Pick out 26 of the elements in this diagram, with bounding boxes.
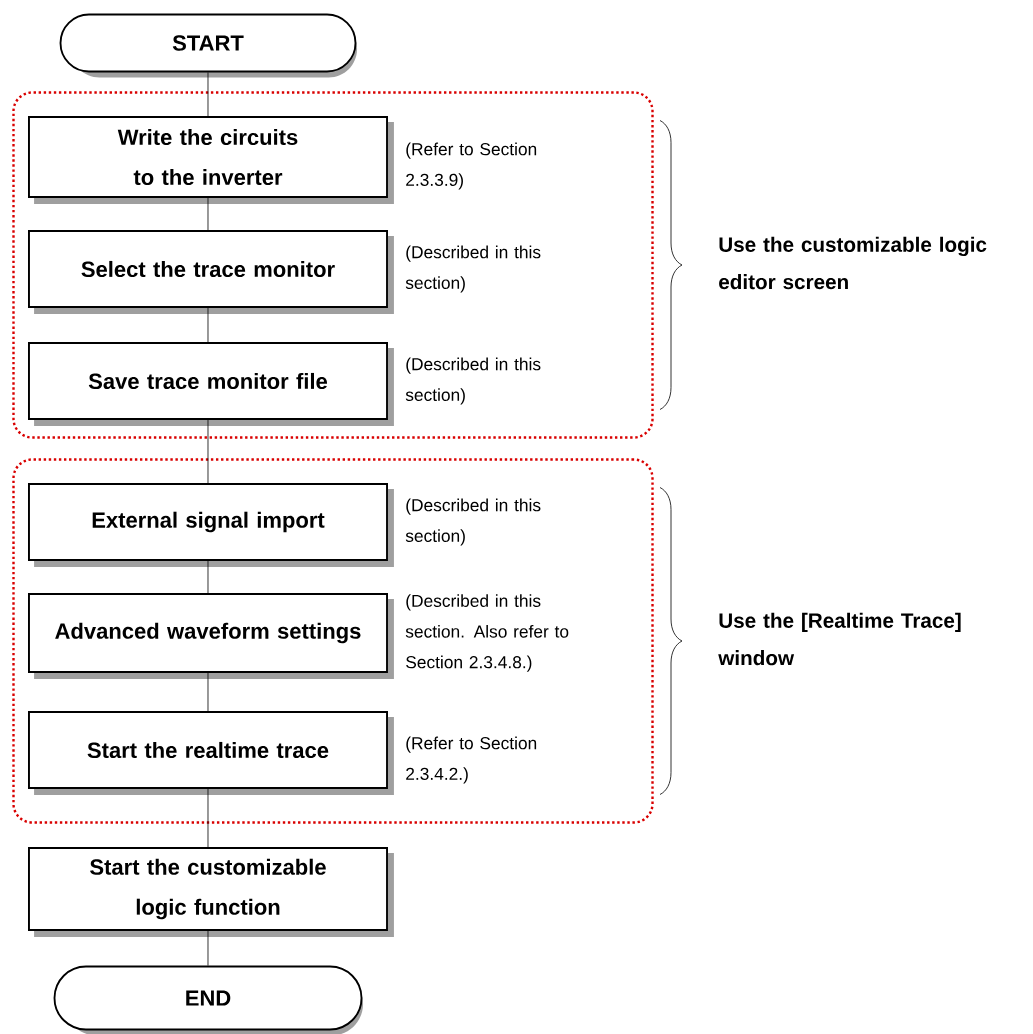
group-label: Use the [Realtime Trace] window [718, 612, 961, 666]
connector-line [207, 672, 209, 712]
note-text: (Described in this section) [405, 357, 541, 405]
connector-line [207, 788, 209, 848]
connector-line [207, 72, 209, 117]
note-text: (Described in this section) [405, 498, 541, 546]
group-label: Use the customizable logic editor screen [719, 236, 987, 290]
group-frame [12, 91, 654, 439]
note-text: (Refer to Section 2.3.4.2.) [406, 736, 537, 784]
connector-line [207, 930, 209, 966]
note-text: (Described in this section) [405, 245, 541, 293]
node-label: END [186, 990, 231, 1006]
group-frame [12, 458, 654, 824]
note-text: (Refer to Section 2.3.3.9) [406, 142, 537, 190]
process-box: Start the realtime trace [28, 711, 394, 795]
process-box: Write the circuits to the inverter [28, 116, 394, 204]
connector-line [207, 419, 209, 484]
process-box: Save trace monitor file [28, 342, 394, 426]
process-box: External signal import [28, 483, 394, 567]
note-text: (Described in this section. Also refer to Section 2.3.4.8.) [405, 594, 569, 672]
connector-line [207, 560, 209, 594]
process-box: Advanced waveform settings [28, 593, 394, 679]
connector-line [207, 197, 209, 231]
process-box: Select the trace monitor [28, 230, 394, 314]
process-box: Start the customizable logic function [28, 847, 394, 937]
connector-line [207, 307, 209, 343]
